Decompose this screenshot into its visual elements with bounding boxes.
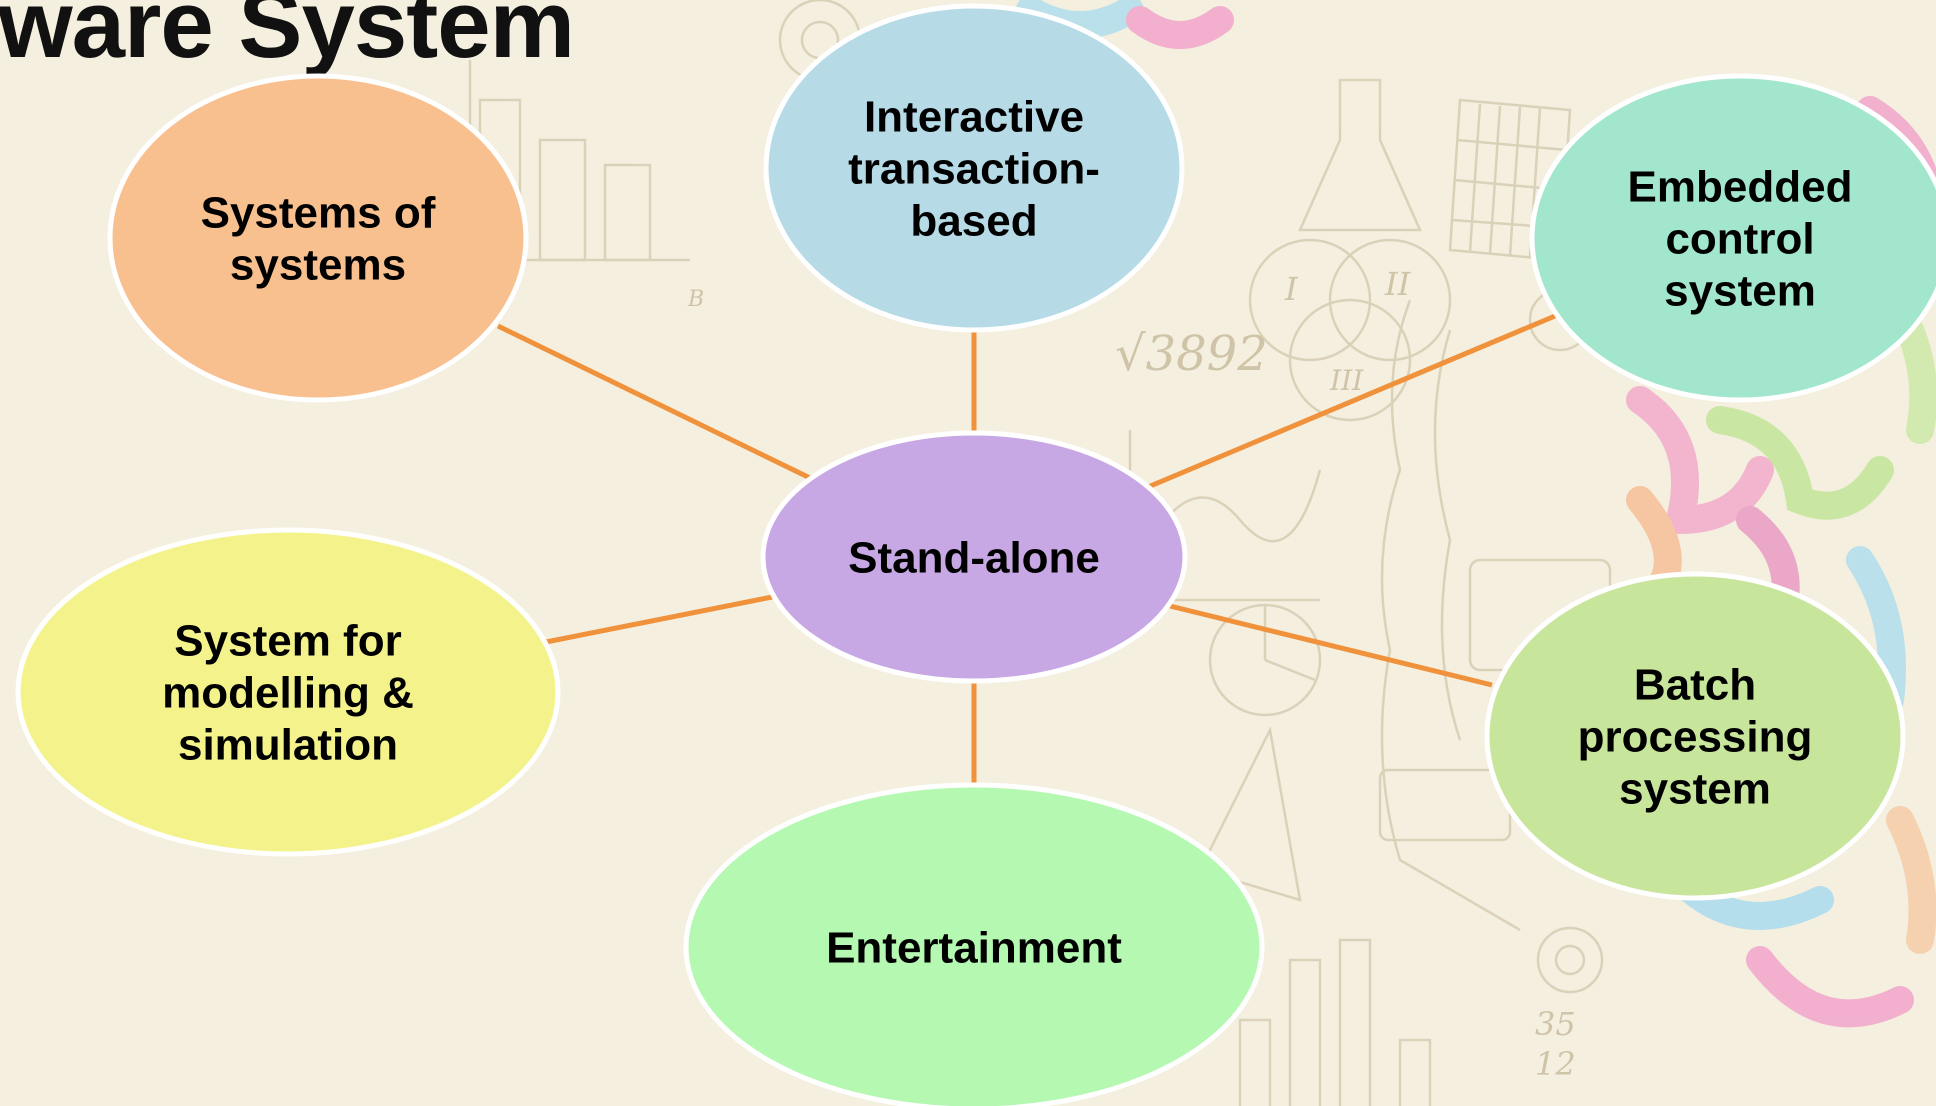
node-label: Embedded <box>1628 162 1853 211</box>
doodle-text: 12 <box>1535 1045 1576 1083</box>
node-label: system <box>1664 266 1816 315</box>
node-label: Systems of <box>201 188 436 237</box>
node-shape <box>683 782 1265 1106</box>
node-shape <box>1529 73 1936 403</box>
node-label: based <box>910 196 1037 245</box>
doodle-text: II <box>1384 265 1412 303</box>
doodle-text: √3892 <box>1115 326 1268 382</box>
doodle-text: I <box>1284 270 1299 308</box>
node-label: Stand-alone <box>848 533 1100 582</box>
node-label: Entertainment <box>826 923 1122 972</box>
node-shape <box>107 73 529 403</box>
node-label: Interactive <box>864 92 1084 141</box>
node-standalone: Stand-alone <box>760 430 1188 684</box>
node-shape <box>763 3 1185 333</box>
connector-modelling <box>545 594 773 645</box>
connector-batch <box>1169 603 1493 688</box>
node-label: control <box>1665 214 1814 263</box>
doodle-text: B <box>687 287 704 312</box>
node-shape <box>15 527 561 857</box>
node-entertainment: Entertainment <box>683 782 1265 1106</box>
node-label: simulation <box>178 720 398 769</box>
connector-systems-of-systems <box>496 323 812 481</box>
node-label: modelling & <box>162 668 414 717</box>
doodle-text: III <box>1329 364 1364 397</box>
node-label: processing <box>1578 712 1813 761</box>
node-shape <box>1484 571 1906 901</box>
connector-lines <box>496 313 1556 785</box>
node-label: systems <box>230 240 406 289</box>
node-label: Batch <box>1634 660 1756 709</box>
node-label: transaction- <box>848 144 1100 193</box>
node-label: system <box>1619 764 1771 813</box>
node-label: System for <box>174 616 401 665</box>
node-shape <box>760 430 1188 684</box>
connector-embedded <box>1147 313 1556 490</box>
slide-title: ftware System <box>0 0 575 78</box>
doodle-text: 35 <box>1535 1005 1576 1043</box>
